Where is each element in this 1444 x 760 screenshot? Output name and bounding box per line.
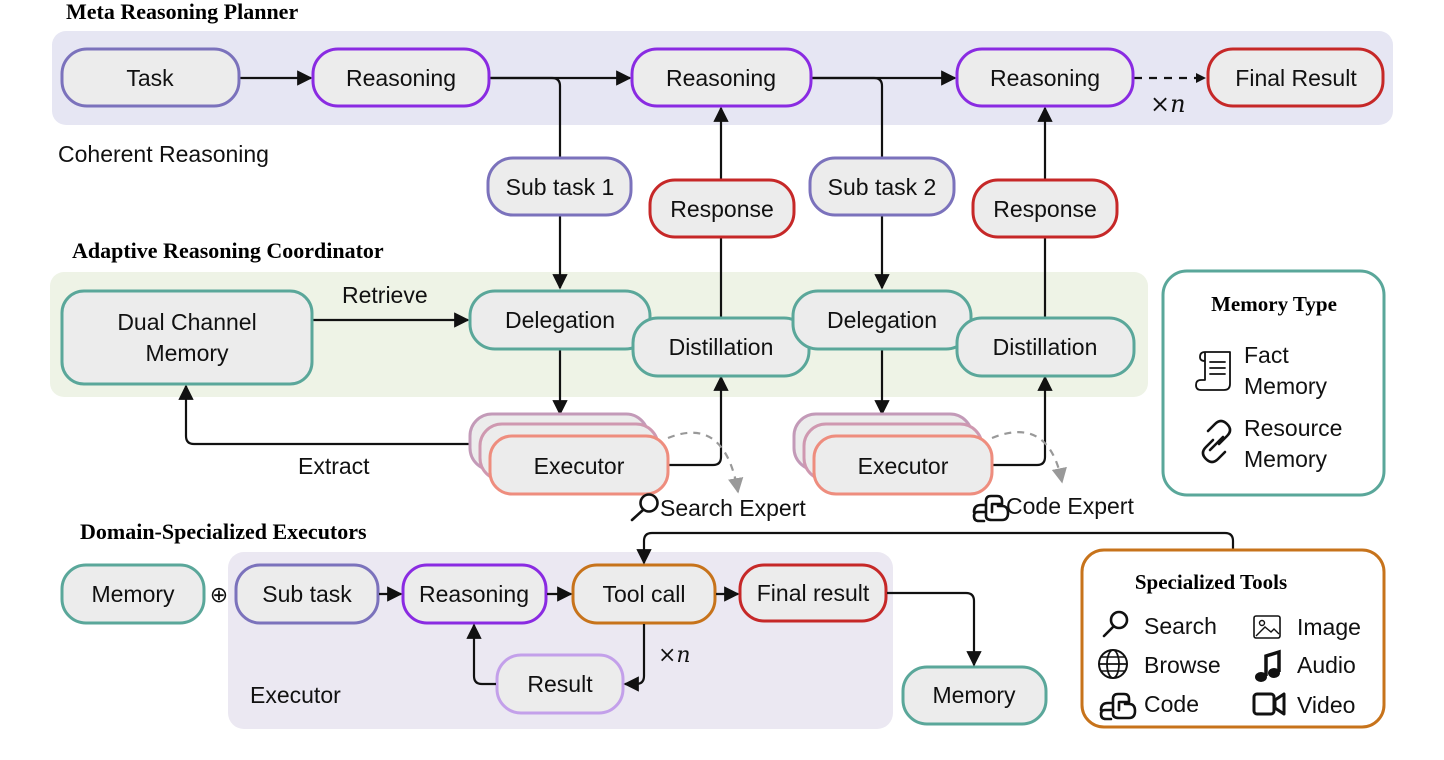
planner-section-title: Meta Reasoning Planner [66, 0, 298, 24]
distillation-1-label: Distillation [669, 334, 774, 360]
specialized-tools-title: Specialized Tools [1135, 570, 1287, 594]
planner-repeat-label: ×n [1150, 90, 1186, 118]
tool-call-label: Tool call [602, 581, 685, 607]
delegation-1-label: Delegation [505, 307, 615, 333]
python-icon [1099, 692, 1137, 721]
code-expert-label: Code Expert [1006, 493, 1134, 519]
memory-output-label: Memory [932, 682, 1016, 708]
search-expert-dashed-arrow [667, 431, 744, 494]
reasoning-3-label: Reasoning [990, 65, 1100, 91]
distillation-1-node: Distillation [631, 316, 811, 378]
reasoning1-to-subtask1-line [490, 76, 562, 158]
distillation-2-node: Distillation [955, 316, 1136, 378]
tool-audio-label: Audio [1297, 652, 1356, 678]
memory-input-label: Memory [91, 581, 175, 607]
oplus-symbol: ⊕ [210, 583, 228, 608]
fact-memory-line2: Memory [1244, 373, 1328, 399]
executor-subtask-node: Sub task [234, 563, 380, 625]
tool-search-label: Search [1144, 613, 1217, 639]
reasoning-node-2: Reasoning [630, 47, 813, 108]
search-icon [1102, 610, 1129, 638]
result-to-reasoning-arrow [466, 623, 496, 686]
extract-label: Extract [298, 453, 370, 479]
dual-channel-memory-node: Dual Channel Memory [60, 289, 314, 386]
dual-channel-memory-line1: Dual Channel [117, 309, 256, 335]
search-icon [630, 493, 659, 522]
executor2-to-distillation-arrow [992, 375, 1053, 467]
subtask-2-label: Sub task 2 [828, 174, 937, 200]
dual-channel-memory-line2: Memory [145, 340, 229, 366]
delegation-2-label: Delegation [827, 307, 937, 333]
executor-panel-label: Executor [250, 682, 341, 708]
result-node: Result [495, 653, 625, 715]
executor-memory-input-node: Memory [60, 563, 206, 625]
link-icon [1201, 419, 1232, 464]
final-result-label: Final Result [1235, 65, 1357, 91]
executor-stack-2: Executor [792, 412, 994, 496]
extract-arrow [178, 384, 470, 446]
memory-type-title: Memory Type [1211, 292, 1337, 316]
executors-section-title: Domain-Specialized Executors [80, 519, 367, 544]
distillation-2-label: Distillation [993, 334, 1098, 360]
resource-memory-line2: Memory [1244, 446, 1328, 472]
response-2-node: Response [971, 178, 1119, 239]
executor-memory-output-node: Memory [901, 665, 1048, 726]
executor-1-label: Executor [534, 453, 625, 479]
coherent-reasoning-label: Coherent Reasoning [58, 141, 269, 167]
final-result-node: Final Result [1206, 47, 1385, 108]
globe-icon [1098, 649, 1128, 679]
executor-2-label: Executor [858, 453, 949, 479]
tool-code-label: Code [1144, 691, 1199, 717]
reasoning-2-label: Reasoning [666, 65, 776, 91]
executor-repeat-label: ×n [658, 643, 691, 668]
executor-reasoning-label: Reasoning [419, 581, 529, 607]
retrieve-label: Retrieve [342, 282, 428, 308]
search-expert-label: Search Expert [660, 495, 806, 521]
tools-to-toolcall-arrow [636, 531, 1235, 565]
executor-stack-1: Executor [468, 412, 670, 496]
tool-video-label: Video [1297, 692, 1355, 718]
result-label: Result [527, 671, 593, 697]
subtask-1-node: Sub task 1 [486, 156, 633, 217]
code-expert-dashed-arrow [991, 431, 1067, 484]
tool-image-label: Image [1297, 614, 1361, 640]
executor-reasoning-node: Reasoning [401, 563, 548, 625]
delegation-2-node: Delegation [791, 289, 973, 351]
executor-final-result-node: Final result [738, 563, 888, 623]
fact-memory-line1: Fact [1244, 342, 1289, 368]
response-1-node: Response [648, 178, 796, 239]
reasoning-node-3: Reasoning [955, 47, 1135, 108]
subtask-2-node: Sub task 2 [808, 156, 956, 217]
finalresult-to-memory-arrow [887, 591, 982, 667]
reasoning2-to-subtask2-line [812, 76, 884, 158]
reasoning-node-1: Reasoning [311, 47, 491, 108]
specialized-tools-box: Specialized Tools Search Image Browse Au… [1080, 548, 1386, 729]
response-1-label: Response [670, 196, 774, 222]
toolcall-to-result-arrow [623, 624, 646, 692]
image-icon [1253, 615, 1281, 639]
python-icon [972, 494, 1010, 523]
dashed-arrowhead [1196, 73, 1206, 83]
scroll-icon [1195, 351, 1231, 391]
reasoning-1-label: Reasoning [346, 65, 456, 91]
response-2-label: Response [993, 196, 1097, 222]
task-node: Task [60, 47, 241, 108]
tool-browse-label: Browse [1144, 652, 1221, 678]
task-label: Task [126, 65, 174, 91]
music-note-icon [1255, 649, 1281, 682]
memory-type-box: Memory Type Fact Memory Resource Memory [1161, 269, 1386, 497]
video-camera-icon [1252, 692, 1286, 716]
resource-memory-line1: Resource [1244, 415, 1342, 441]
executor-subtask-label: Sub task [262, 581, 352, 607]
executor-final-result-label: Final result [757, 580, 870, 606]
executor1-to-distillation-arrow [668, 375, 729, 467]
tool-call-node: Tool call [571, 563, 717, 625]
coordinator-section-title: Adaptive Reasoning Coordinator [72, 238, 384, 263]
delegation-1-node: Delegation [468, 289, 652, 351]
subtask-1-label: Sub task 1 [506, 174, 615, 200]
